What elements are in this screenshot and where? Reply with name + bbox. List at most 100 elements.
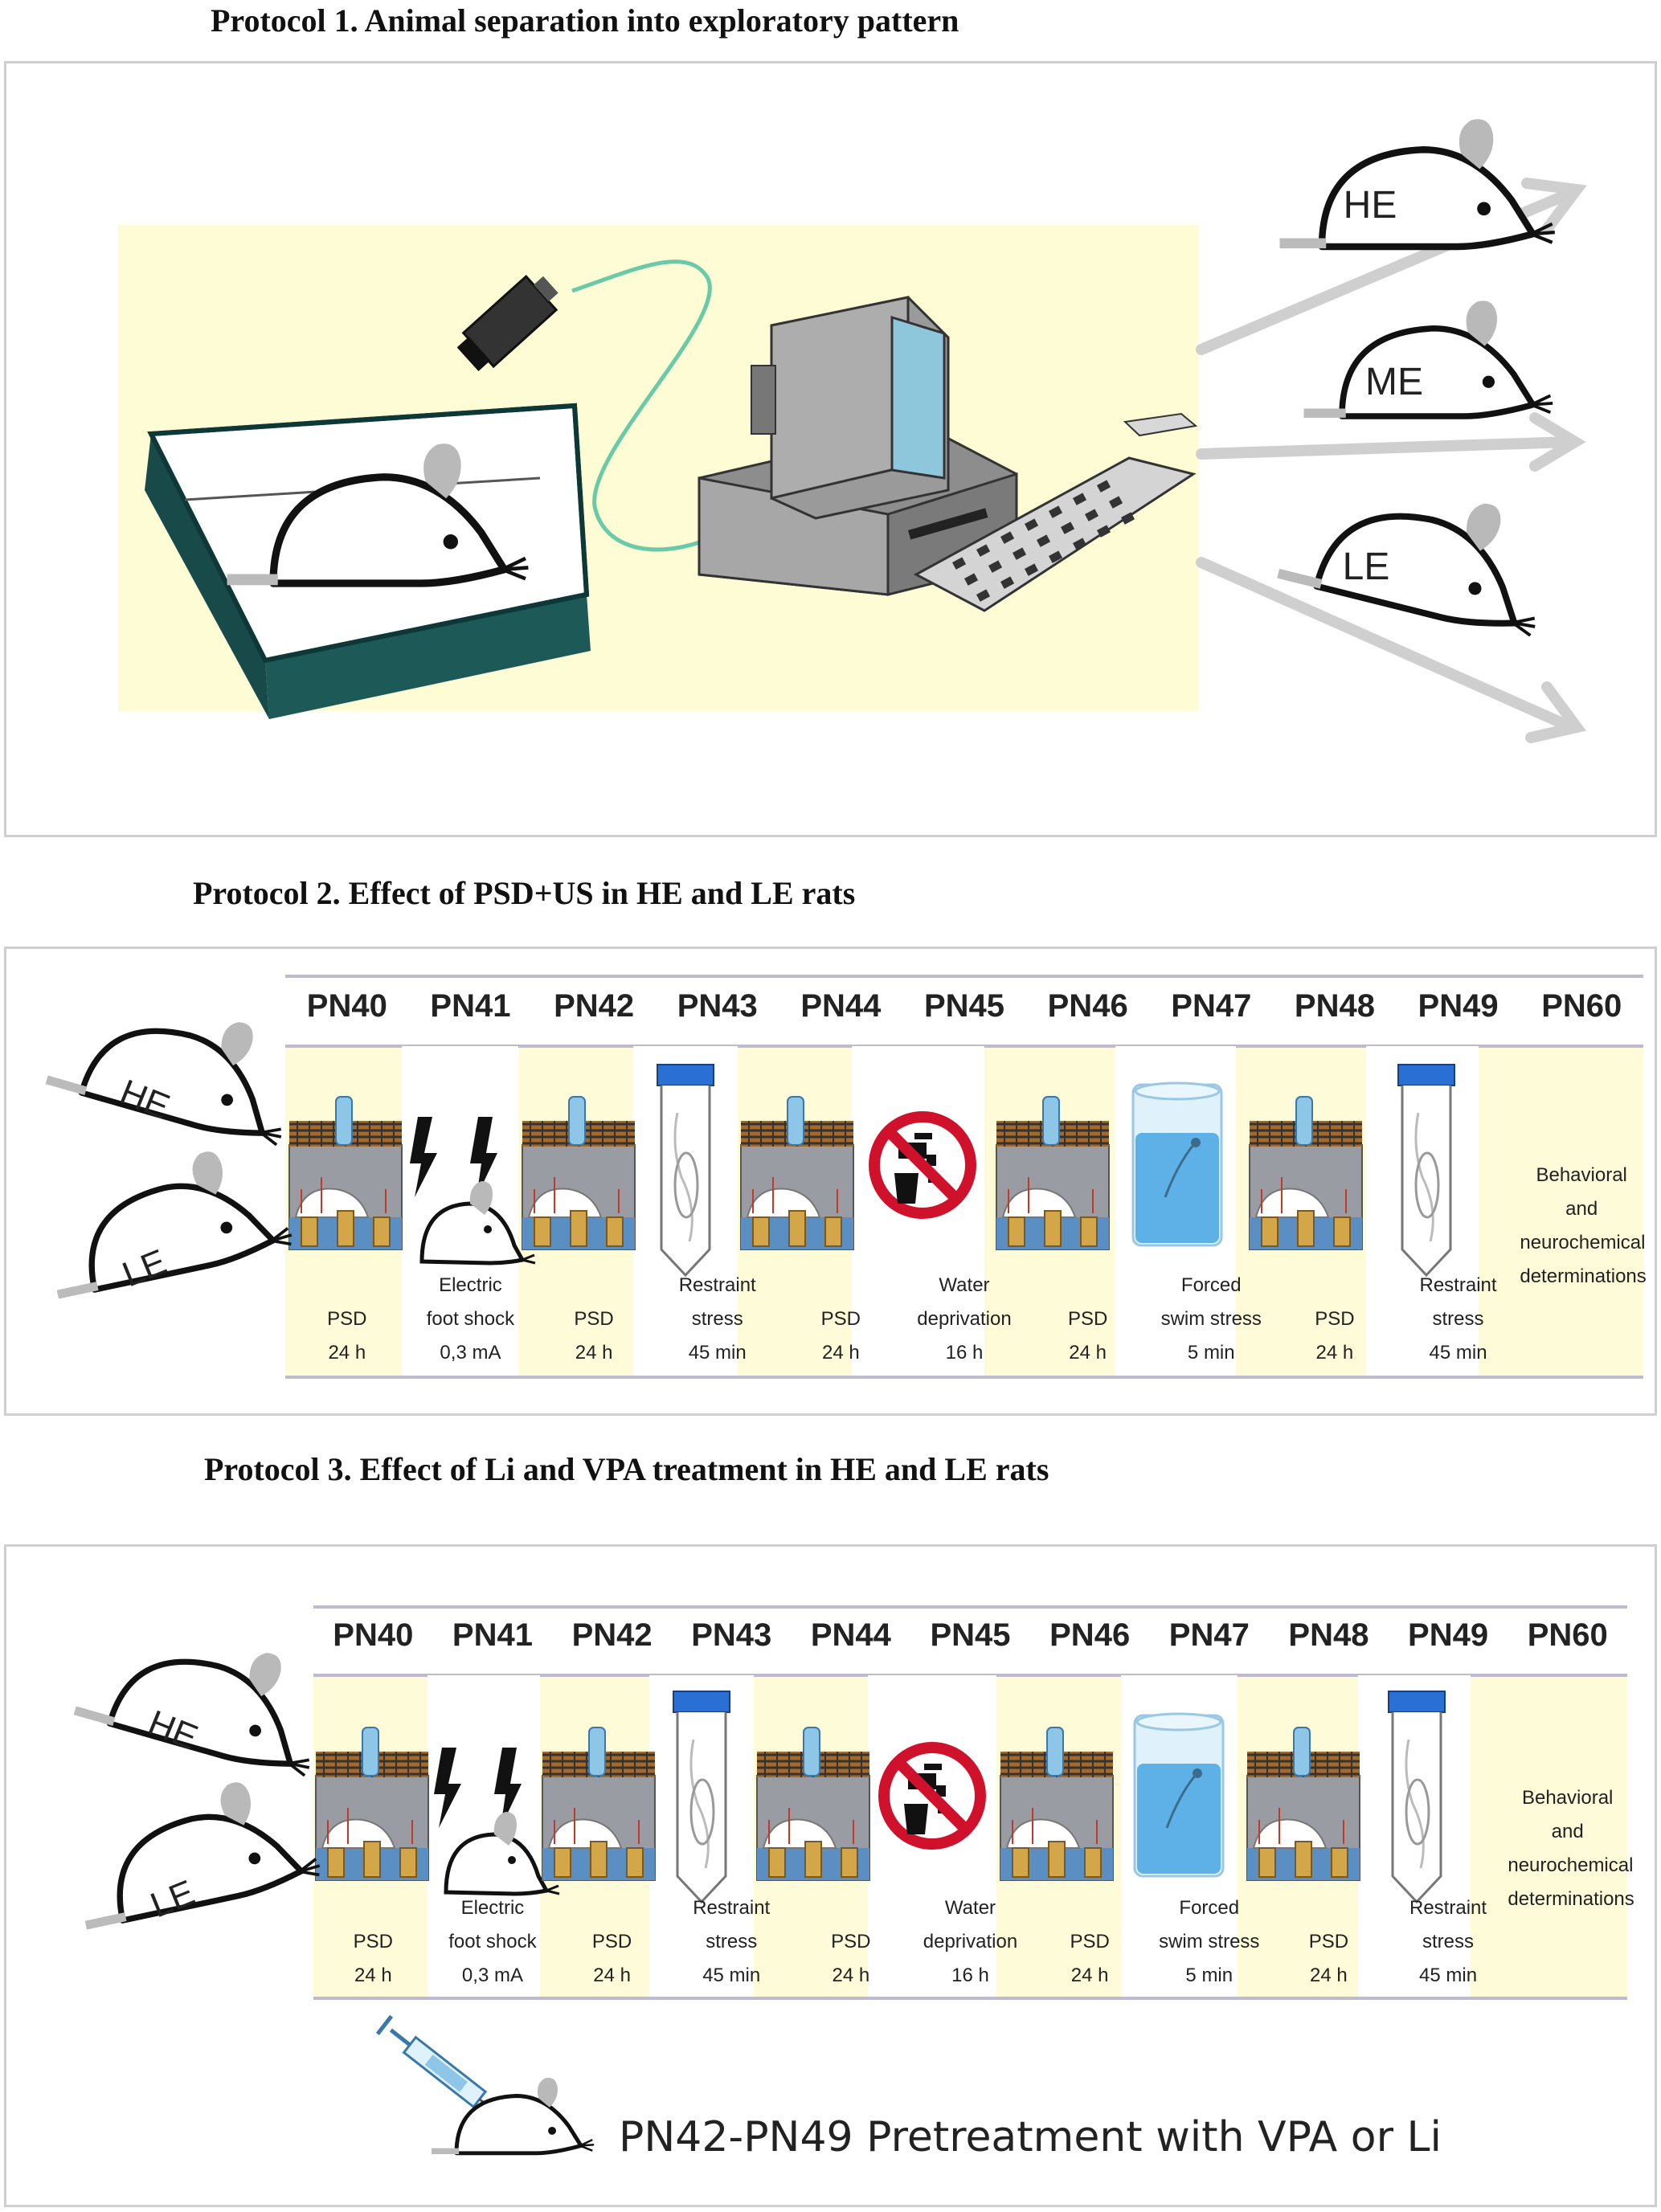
caption-line: neurochemical [1508, 1854, 1634, 1876]
day-pn44: PN44 [810, 1617, 891, 1653]
day-pn40: PN40 [306, 988, 387, 1024]
caption-line: Behavioral and [1536, 1164, 1627, 1220]
caption-1: Electric foot shock 0,3 mA [409, 1269, 533, 1370]
caption-line: PSD [1315, 1308, 1355, 1330]
caption-line: determinations [1520, 1265, 1647, 1287]
pretreatment-label: PN42-PN49 Pretreatment with VPA or Li [619, 2113, 1442, 2161]
caption-line: 24 h [821, 1342, 860, 1364]
caption-0: PSD 24 h [285, 1302, 409, 1370]
caption-line: Water [944, 1897, 996, 1919]
caption-line: neurochemical [1520, 1232, 1646, 1253]
day-pn43: PN43 [677, 988, 758, 1024]
caption-5: Water deprivation 16 h [902, 1269, 1026, 1370]
restraint-tube-icon [1387, 1690, 1446, 1903]
caption-line: 5 min [1185, 1965, 1233, 1986]
caption-line: 24 h [328, 1342, 366, 1364]
caption-line: 24 h [1070, 1965, 1109, 1986]
day-pn49: PN49 [1408, 1617, 1489, 1653]
caption-line: 24 h [1315, 1342, 1354, 1364]
day-pn43: PN43 [691, 1617, 772, 1653]
caption-line: 0,3 mA [440, 1342, 501, 1364]
he-rat-icon [1280, 119, 1555, 248]
caption-line: swim stress [1159, 1931, 1260, 1952]
caption-7: Forced swim stress 5 min [1149, 1269, 1273, 1370]
day-pn60: PN60 [1541, 988, 1622, 1024]
day-pn44: PN44 [800, 988, 882, 1024]
swim-cylinder-icon [1131, 1081, 1223, 1247]
day-pn41: PN41 [430, 988, 511, 1024]
day-pn40: PN40 [333, 1617, 414, 1653]
camera-cable [571, 260, 729, 552]
caption-line: 0,3 mA [461, 1965, 523, 1986]
protocol3-title: Protocol 3. Effect of Li and VPA treatme… [204, 1451, 1049, 1487]
caption-line: Electric [439, 1274, 502, 1296]
caption-line: 45 min [688, 1342, 747, 1364]
caption-line: foot shock [448, 1931, 537, 1952]
caption-line: PSD [1070, 1931, 1110, 1952]
caption-8: PSD 24 h [1273, 1302, 1397, 1370]
day-pn46: PN46 [1047, 988, 1128, 1024]
classification-arrows [1196, 178, 1587, 743]
protocol2-day-header: PN40 PN41 PN42 PN43 PN44 PN45 PN46 PN47 … [285, 988, 1643, 1036]
day-pn41: PN41 [452, 1617, 533, 1653]
caption-line: Restraint [1419, 1274, 1497, 1296]
caption-line: Forced [1179, 1897, 1240, 1919]
caption-line: stress [1422, 1931, 1475, 1952]
caption-line: PSD [1067, 1308, 1108, 1330]
day-pn47: PN47 [1171, 988, 1252, 1024]
day-pn48: PN48 [1288, 1617, 1369, 1653]
protocol3-day-header: PN40 PN41 PN42 PN43 PN44 PN45 PN46 PN47 … [313, 1617, 1627, 1666]
day-pn48: PN48 [1294, 988, 1375, 1024]
day-pn45: PN45 [930, 1617, 1011, 1653]
caption-line: PSD [1308, 1931, 1349, 1952]
day-pn42: PN42 [554, 988, 635, 1024]
caption-line: Water [939, 1274, 990, 1296]
protocol1-title: Protocol 1. Animal separation into explo… [211, 2, 959, 39]
caption-line: Restraint [693, 1897, 771, 1919]
caption-2: PSD 24 h [532, 1302, 656, 1370]
caption-line: PSD [574, 1308, 614, 1330]
caption-line: 45 min [702, 1965, 761, 1986]
caption-line: PSD [353, 1931, 393, 1952]
restraint-tube-icon [672, 1690, 731, 1903]
caption-line: foot shock [426, 1308, 515, 1330]
caption-line: determinations [1508, 1888, 1634, 1910]
caption-line: PSD [820, 1308, 861, 1330]
caption-line: 16 h [945, 1342, 984, 1364]
caption-line: Electric [460, 1897, 525, 1919]
day-pn45: PN45 [923, 988, 1005, 1024]
le-label: LE [1342, 546, 1390, 588]
he-label: HE [1343, 184, 1397, 227]
caption-line: PSD [327, 1308, 367, 1330]
camera-icon [456, 274, 558, 372]
caption-line: 24 h [575, 1342, 613, 1364]
restraint-tube-icon [1397, 1063, 1456, 1277]
caption-line: Forced [1180, 1274, 1242, 1296]
caption-7: Forced swim stress 5 min [1149, 1891, 1269, 1993]
caption-line: PSD [831, 1931, 871, 1952]
caption-line: swim stress [1160, 1308, 1262, 1330]
me-label: ME [1365, 361, 1423, 403]
day-pn42: PN42 [571, 1617, 653, 1653]
caption-line: deprivation [917, 1308, 1012, 1330]
restraint-tube-icon [656, 1063, 715, 1277]
caption-line: Restraint [1409, 1897, 1487, 1919]
day-pn47: PN47 [1168, 1617, 1250, 1653]
caption-line: stress [1432, 1308, 1484, 1330]
swim-cylinder-icon [1133, 1712, 1225, 1878]
caption-line: 5 min [1187, 1342, 1235, 1364]
caption-line: 24 h [593, 1965, 631, 1986]
computer-icon [698, 296, 1198, 612]
protocol1-illustration [118, 178, 1587, 743]
day-pn46: PN46 [1049, 1617, 1131, 1653]
caption-line: Restraint [678, 1274, 756, 1296]
